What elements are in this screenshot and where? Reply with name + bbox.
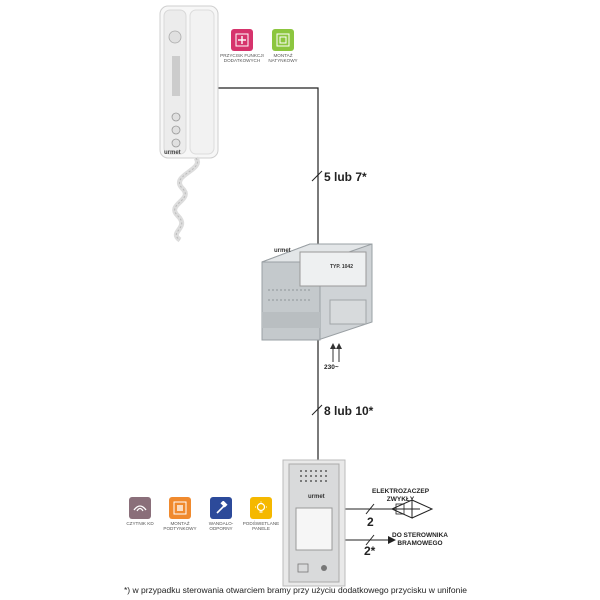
handset-brand: urmet xyxy=(164,150,181,156)
wire-handset-module xyxy=(213,87,319,250)
plus-icon xyxy=(231,29,253,51)
panel-feature-label-4: podświetlane panele xyxy=(242,521,280,532)
wire-tick-top xyxy=(311,170,323,182)
wire-count-bottom: 8 lub 10* xyxy=(324,404,374,418)
panel-brand: urmet xyxy=(308,494,325,500)
gate-wire-count: 2* xyxy=(364,544,376,558)
hammer-icon xyxy=(210,497,232,519)
panel-feature-label-2: montaż podtynkowy xyxy=(163,521,197,532)
panel-feature-label-1: czytnik kd xyxy=(126,521,154,526)
door-lock-symbol xyxy=(390,499,434,519)
power-module xyxy=(261,243,373,341)
handset-feature-label-2: montaż natynkowy xyxy=(268,53,298,64)
module-brand: urmet xyxy=(274,248,291,254)
lock-wire-count: 2 xyxy=(367,515,374,529)
wire-count-top: 5 lub 7* xyxy=(324,170,367,184)
door-panel xyxy=(282,459,346,587)
handset-feature-label-1: przycisk funkcji dodatkowych xyxy=(220,53,264,64)
footnote: *) w przypadku sterowania otwarciem bram… xyxy=(124,585,467,595)
lightbulb-icon xyxy=(250,497,272,519)
panel-feature-label-3: wandalo-odporny xyxy=(208,521,234,532)
card-reader-icon xyxy=(129,497,151,519)
flush-mount-icon xyxy=(169,497,191,519)
surface-mount-icon xyxy=(272,29,294,51)
module-type: TYP. 1042 xyxy=(330,264,353,270)
power-label: 230~ xyxy=(324,364,339,371)
gate-label: DO STEROWNIKA BRAMOWEGO xyxy=(392,532,448,547)
wire-tick-bottom xyxy=(311,404,323,416)
intercom-handset xyxy=(159,5,219,243)
lock-label: ELEKTROZACZEP ZWYKŁY xyxy=(372,488,430,503)
